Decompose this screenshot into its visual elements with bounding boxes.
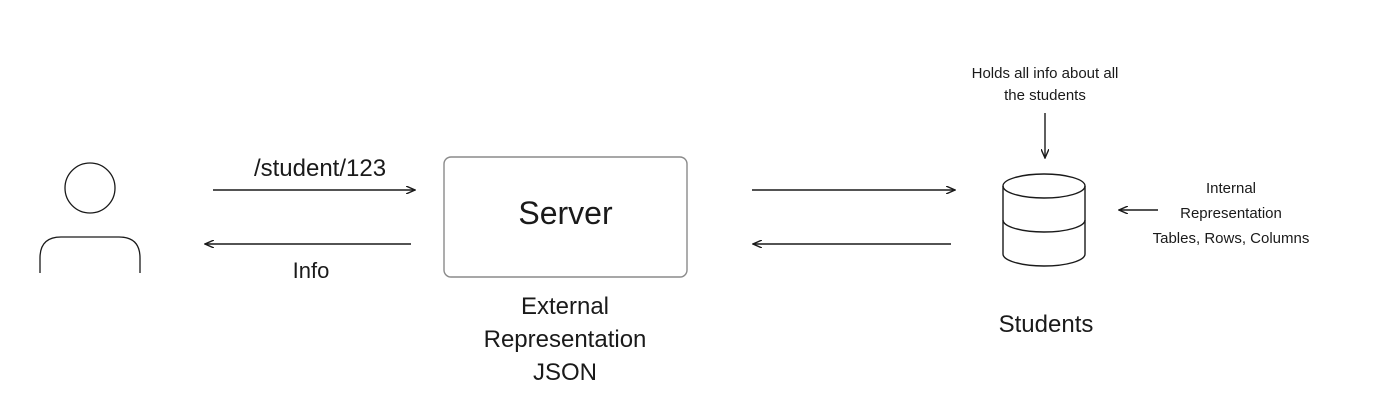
internal-representation: Internal Representation Tables, Rows, Co… xyxy=(1131,176,1331,251)
database-note-line-2: the students xyxy=(1004,87,1086,104)
server-caption-line-2: Representation xyxy=(483,326,647,353)
database-note-line-1: Holds all info about all xyxy=(971,65,1119,82)
database-icon xyxy=(1002,173,1086,267)
server-title: Server xyxy=(518,195,613,231)
database-title: Students xyxy=(998,311,1094,338)
internal-line-2: Representation xyxy=(1180,205,1282,222)
response-label: Info xyxy=(292,258,330,283)
server-caption-line-1: External xyxy=(520,293,610,320)
user-icon xyxy=(39,162,141,273)
internal-line-3: Tables, Rows, Columns xyxy=(1152,230,1310,247)
server-box xyxy=(443,156,688,278)
server-caption: External Representation JSON xyxy=(440,290,690,389)
server-caption-line-3: JSON xyxy=(532,359,597,386)
database-note: Holds all info about all the students xyxy=(925,63,1165,107)
internal-line-1: Internal xyxy=(1205,180,1257,197)
request-label: /student/123 xyxy=(253,155,387,182)
